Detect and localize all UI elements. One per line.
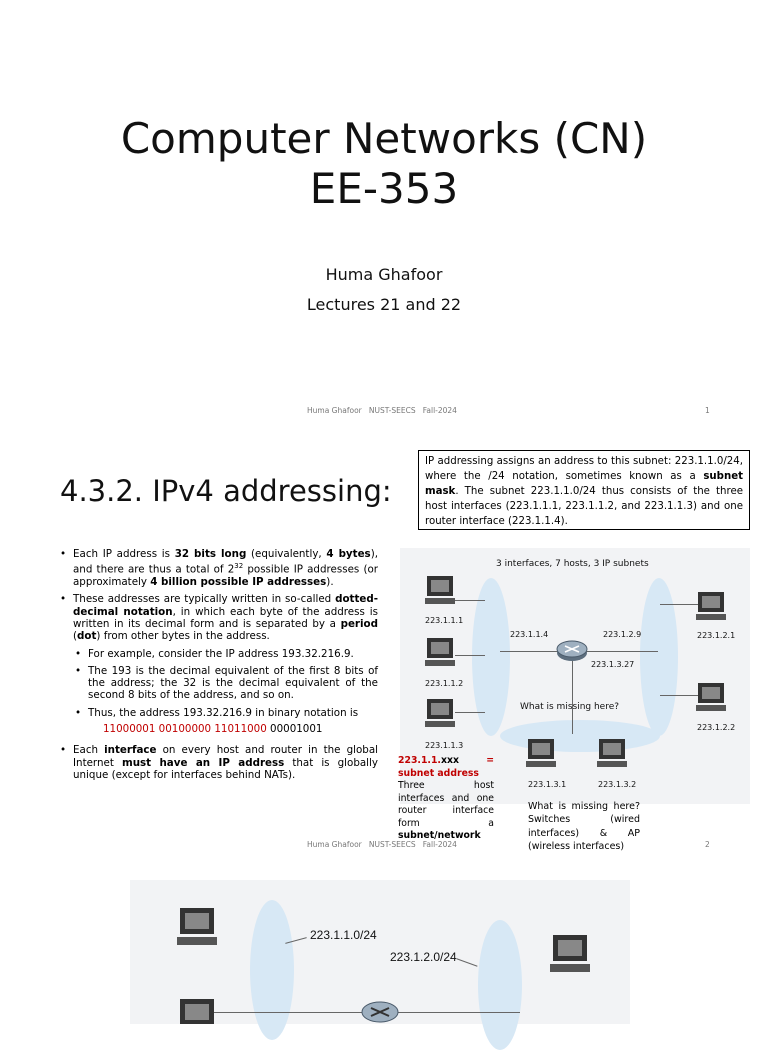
router-icon (556, 640, 588, 661)
binary-address: 11000001 00100000 11011000 00001001 (60, 723, 378, 735)
bold: 32 bits long (174, 548, 247, 560)
bold: interface (104, 744, 157, 757)
slide1-author: Huma Ghafoor (325, 265, 443, 284)
bold: 4 bytes (326, 548, 371, 560)
text: Each (73, 744, 105, 757)
computer-icon (696, 592, 726, 620)
text: Each IP address is (73, 548, 175, 560)
text: ), and there are thus a total of 2 (73, 548, 378, 576)
subnet-cloud (250, 900, 294, 1040)
footer-org: NUST-SEECS (368, 840, 416, 849)
binary-black: 00001001 (266, 722, 323, 735)
bullet-interface: Each interface on every host and router … (60, 744, 378, 781)
computer-icon (526, 739, 556, 767)
footer-term: Fall-2024 (422, 840, 457, 849)
computer-icon (177, 908, 217, 945)
host-ip-label: 223.1.1.2 (425, 679, 464, 688)
computer-icon (425, 699, 455, 727)
subnet-diagram (400, 548, 750, 804)
bullet-32-bits: Each IP address is 32 bits long (equival… (60, 548, 378, 588)
router-interface-label: 223.1.1.4 (510, 630, 549, 639)
wire (455, 712, 485, 713)
slide2-bullet-list: Each IP address is 32 bits long (equival… (60, 548, 378, 786)
bold: must have an IP address (121, 756, 285, 769)
slide1-title-line2: EE-353 (309, 164, 459, 213)
slide2-heading: 4.3.2. IPv4 addressing: (60, 474, 392, 508)
wire (455, 655, 485, 656)
network-label: 223.1.2.0/24 (390, 950, 457, 964)
computer-icon (425, 576, 455, 604)
footer-org: NUST-SEECS (368, 406, 416, 415)
missing-devices-note: What is missing here? Switches (wired in… (528, 801, 640, 852)
callout-text: IP addressing assigns an address to this… (425, 456, 743, 482)
subnet-cloud-right (640, 578, 678, 736)
computer-icon (550, 935, 590, 972)
bold: 4 billion possible IP addresses (150, 576, 327, 589)
wire (660, 695, 700, 696)
network-label: 223.1.1.0/24 (310, 928, 377, 942)
text: ( (73, 630, 78, 643)
host-ip-label: 223.1.2.1 (697, 631, 736, 640)
text: , in which each byte of the address is w… (73, 605, 378, 630)
text: ) from other bytes in the address. (96, 630, 270, 643)
host-ip-label: 223.1.1.3 (425, 741, 464, 750)
sub-bullet-binary: Thus, the address 193.32.216.9 in binary… (75, 707, 378, 720)
text: possible IP addresses (or approximately (73, 563, 378, 589)
sub-bullet-decimal-equivalent: The 193 is the decimal equivalent of the… (75, 665, 378, 702)
router-interface-label: 223.1.2.9 (603, 630, 642, 639)
computer-icon (696, 683, 726, 711)
text: Three host interfaces and one router int… (398, 780, 494, 829)
callout-text-end: . The subnet 223.1.1.0/24 thus consists … (425, 486, 743, 527)
router-interface-label: 223.1.3.27 (591, 660, 635, 669)
text: on every host and router in the global I… (73, 744, 378, 769)
bold: period (340, 617, 378, 630)
wire (660, 604, 700, 605)
slide1-footer: Huma Ghafoor NUST-SEECS Fall-2024 (307, 406, 457, 415)
computer-icon (597, 739, 627, 767)
slide1-page-number: 1 (705, 406, 710, 415)
bullet-dotted-decimal: These addresses are typically written in… (60, 593, 378, 642)
footer-author: Huma Ghafoor (307, 840, 362, 849)
text: (equivalently, (246, 548, 327, 560)
bold: dot (77, 630, 97, 643)
text: that is globally unique (except for inte… (73, 756, 378, 781)
slide1-title-line1: Computer Networks (CN) (120, 114, 648, 163)
subnet-cloud-bottom (500, 720, 660, 752)
host-ip-label: 223.1.3.2 (598, 780, 637, 789)
host-ip-label: 223.1.1.1 (425, 616, 464, 625)
footer-term: Fall-2024 (422, 406, 457, 415)
host-ip-label: 223.1.2.2 (697, 723, 736, 732)
footer-author: Huma Ghafoor (307, 406, 362, 415)
callout-bold: subnet mask (425, 471, 743, 497)
subnet-cloud (478, 920, 522, 1050)
computer-icon (180, 999, 214, 1024)
red-text: = subnet address (398, 755, 494, 779)
binary-red: 11000001 00100000 11011000 (103, 722, 267, 735)
wire (455, 600, 485, 601)
bold: dotted-decimal notation (73, 593, 378, 618)
red-text: 223.1.1. (398, 755, 441, 766)
slide1-lectures: Lectures 21 and 22 (306, 295, 462, 314)
superscript: 32 (234, 562, 244, 571)
slide2-footer: Huma Ghafoor NUST-SEECS Fall-2024 (307, 840, 457, 849)
host-ip-label: 223.1.3.1 (528, 780, 567, 789)
bold-xxx: xxx (440, 755, 459, 766)
subnet-cloud-left (472, 578, 510, 736)
router-icon (361, 1001, 399, 1023)
diagram-caption: 3 interfaces, 7 hosts, 3 IP subnets (496, 559, 649, 569)
text: ). (326, 576, 334, 589)
computer-icon (425, 638, 455, 666)
wire-router-down (572, 651, 573, 734)
subnet-callout-box: IP addressing assigns an address to this… (418, 450, 750, 530)
sub-bullet-example: For example, consider the IP address 193… (75, 648, 378, 661)
slide2-page-number: 2 (705, 840, 710, 849)
bold: subnet/network (398, 830, 481, 841)
diagram-question: What is missing here? (520, 702, 620, 712)
text: These addresses are typically written in… (73, 593, 336, 606)
